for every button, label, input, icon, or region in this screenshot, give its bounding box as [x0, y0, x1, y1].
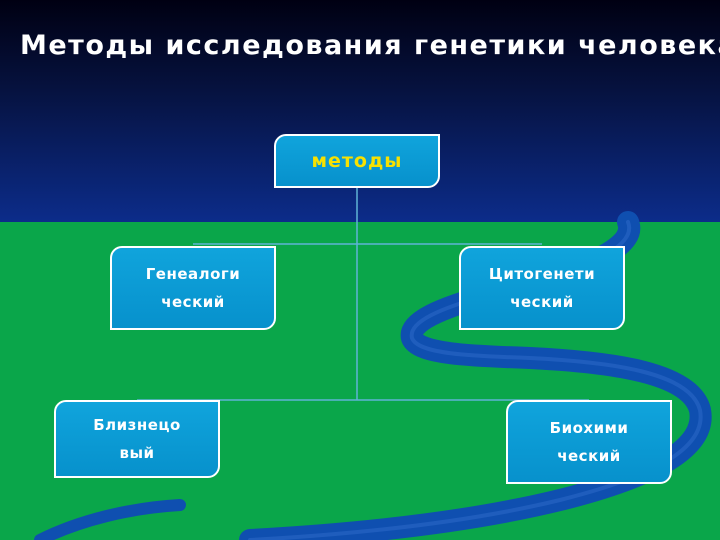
node-twin-line1: Близнецо: [93, 416, 181, 434]
node-genealogical: Генеалоги ческий: [110, 246, 276, 330]
node-cytogenetic: Цитогенети ческий: [459, 246, 625, 330]
node-methods: методы: [274, 134, 440, 188]
node-methods-label: методы: [311, 150, 403, 172]
node-genealogical-text: Генеалоги ческий: [146, 260, 241, 316]
node-methods-text: методы: [311, 147, 402, 175]
node-cytogenetic-line2: ческий: [510, 293, 574, 311]
river-tributary: [34, 499, 186, 540]
node-biochemical-line2: ческий: [557, 447, 621, 465]
node-cytogenetic-text: Цитогенети ческий: [489, 260, 595, 316]
node-biochemical: Биохими ческий: [506, 400, 672, 484]
node-genealogical-line1: Генеалоги: [145, 265, 241, 283]
node-biochemical-line1: Биохими: [549, 419, 629, 437]
node-twin-line2: вый: [119, 444, 155, 462]
slide-title: Методы исследования генетики человека: [20, 30, 720, 61]
node-twin: Близнецо вый: [54, 400, 220, 478]
node-biochemical-text: Биохими ческий: [550, 414, 629, 470]
node-twin-text: Близнецо вый: [93, 411, 181, 467]
node-cytogenetic-line1: Цитогенети: [488, 265, 596, 283]
node-genealogical-line2: ческий: [161, 293, 225, 311]
